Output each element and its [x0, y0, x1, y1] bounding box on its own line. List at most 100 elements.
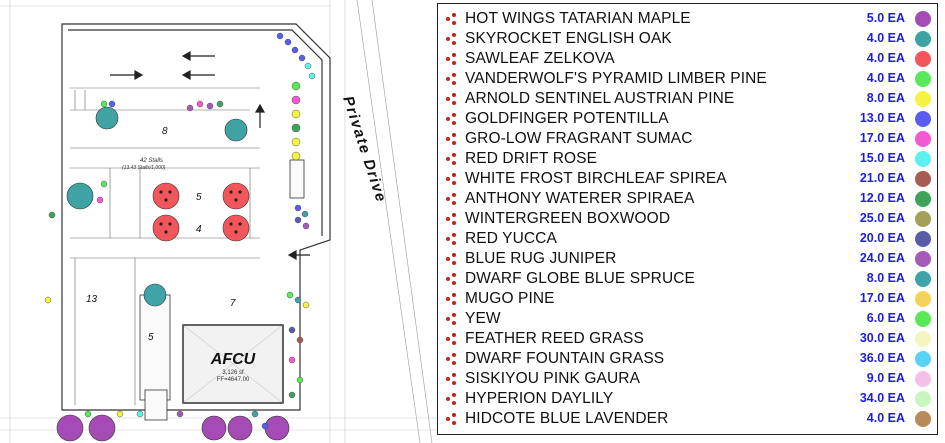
bullet-icon: [446, 391, 462, 407]
bullet-icon: [446, 111, 462, 127]
plant-swatch: [915, 31, 931, 47]
bullet-icon: [446, 71, 462, 87]
tree-symbol: [222, 182, 250, 210]
legend-row: WHITE FROST BIRCHLEAF SPIREA 21.0 EA: [438, 169, 937, 189]
plant-swatch: [915, 411, 931, 427]
plant-name: HOT WINGS TATARIAN MAPLE: [465, 10, 691, 27]
legend-row: FEATHER REED GRASS 30.0 EA: [438, 329, 937, 349]
plant-swatch: [915, 371, 931, 387]
tree-symbol: [143, 283, 167, 307]
plant-quantity: 8.0 EA: [866, 91, 905, 105]
plant-quantity: 20.0 EA: [859, 231, 905, 245]
building-area: 3,126 sf: [222, 370, 244, 376]
plant-quantity: 15.0 EA: [859, 151, 905, 165]
plant-quantity: 36.0 EA: [859, 351, 905, 365]
plant-name: ANTHONY WATERER SPIRAEA: [465, 190, 695, 207]
stalls-ratio: (13.43 Stalls/1,000): [122, 165, 166, 171]
site-plan: AFCU 3,126 sf FF=4647.00 Private Drive 4…: [0, 0, 437, 443]
bullet-icon: [446, 231, 462, 247]
bullet-icon: [446, 251, 462, 267]
legend-row: HOT WINGS TATARIAN MAPLE 5.0 EA: [438, 9, 937, 29]
plant-swatch: [915, 391, 931, 407]
bullet-icon: [446, 311, 462, 327]
plant-name: DWARF FOUNTAIN GRASS: [465, 350, 665, 367]
tree-symbol: [95, 106, 119, 130]
plant-quantity: 17.0 EA: [859, 131, 905, 145]
legend-row: RED DRIFT ROSE 15.0 EA: [438, 149, 937, 169]
plant-quantity: 13.0 EA: [859, 111, 905, 125]
plant-legend: HOT WINGS TATARIAN MAPLE 5.0 EA SKYROCKE…: [437, 3, 938, 435]
legend-row: DWARF GLOBE BLUE SPRUCE 8.0 EA: [438, 269, 937, 289]
plant-name: ARNOLD SENTINEL AUSTRIAN PINE: [465, 90, 735, 107]
plant-quantity: 6.0 EA: [866, 311, 905, 325]
plant-quantity: 4.0 EA: [866, 31, 905, 45]
building-ff: FF=4647.00: [217, 377, 250, 383]
bullet-icon: [446, 371, 462, 387]
legend-row: SAWLEAF ZELKOVA 4.0 EA: [438, 49, 937, 69]
plant-quantity: 34.0 EA: [859, 391, 905, 405]
bullet-icon: [446, 191, 462, 207]
plant-swatch: [915, 11, 931, 27]
lot-number: 5: [148, 332, 154, 343]
plant-quantity: 4.0 EA: [866, 51, 905, 65]
site-boundary: [61, 23, 331, 411]
legend-row: ANTHONY WATERER SPIRAEA 12.0 EA: [438, 189, 937, 209]
legend-row: RED YUCCA 20.0 EA: [438, 229, 937, 249]
legend-row: HYPERION DAYLILY 34.0 EA: [438, 389, 937, 409]
plant-name: GRO-LOW FRAGRANT SUMAC: [465, 130, 693, 147]
plant-quantity: 4.0 EA: [866, 71, 905, 85]
plant-quantity: 25.0 EA: [859, 211, 905, 225]
tree-symbol: [152, 182, 180, 210]
legend-row: WINTERGREEN BOXWOOD 25.0 EA: [438, 209, 937, 229]
plant-quantity: 21.0 EA: [859, 171, 905, 185]
tree-dots: [159, 190, 242, 234]
lot-number: 8: [162, 126, 168, 137]
plant-name: RED YUCCA: [465, 230, 557, 247]
plant-swatch: [915, 111, 931, 127]
legend-row: SISKIYOU PINK GAURA 9.0 EA: [438, 369, 937, 389]
plant-name: MUGO PINE: [465, 290, 555, 307]
plant-name: FEATHER REED GRASS: [465, 330, 644, 347]
plant-name: HIDCOTE BLUE LAVENDER: [465, 410, 669, 427]
legend-row: BLUE RUG JUNIPER 24.0 EA: [438, 249, 937, 269]
bullet-icon: [446, 351, 462, 367]
lot-number: 13: [86, 294, 98, 305]
bullet-icon: [446, 271, 462, 287]
plant-swatch: [915, 211, 931, 227]
tree-symbol: [56, 414, 84, 442]
plant-name: YEW: [465, 310, 501, 327]
plant-quantity: 12.0 EA: [859, 191, 905, 205]
shrubs: [44, 32, 316, 430]
plant-name: SAWLEAF ZELKOVA: [465, 50, 615, 67]
tree-symbol: [66, 182, 94, 210]
drive-arrows: [110, 50, 310, 261]
plant-swatch: [915, 311, 931, 327]
bullet-icon: [446, 11, 462, 27]
plant-name: SISKIYOU PINK GAURA: [465, 370, 641, 387]
plant-name: DWARF GLOBE BLUE SPRUCE: [465, 270, 695, 287]
plant-quantity: 4.0 EA: [866, 411, 905, 425]
bullet-icon: [446, 211, 462, 227]
tree-symbol: [222, 214, 250, 242]
plant-swatch: [915, 231, 931, 247]
plant-name: SKYROCKET ENGLISH OAK: [465, 30, 672, 47]
plant-quantity: 17.0 EA: [859, 291, 905, 305]
legend-row: YEW 6.0 EA: [438, 309, 937, 329]
tree-symbol: [264, 415, 290, 441]
bullet-icon: [446, 331, 462, 347]
plant-swatch: [915, 271, 931, 287]
legend-row: DWARF FOUNTAIN GRASS 36.0 EA: [438, 349, 937, 369]
stalls-label: 42 Stalls: [140, 158, 163, 164]
plant-swatch: [915, 51, 931, 67]
plant-swatch: [915, 291, 931, 307]
plant-swatch: [915, 351, 931, 367]
bullet-icon: [446, 291, 462, 307]
legend-row: MUGO PINE 17.0 EA: [438, 289, 937, 309]
bullet-icon: [446, 151, 462, 167]
plant-swatch: [915, 91, 931, 107]
tree-symbol: [201, 415, 227, 441]
plant-name: WINTERGREEN BOXWOOD: [465, 210, 671, 227]
plant-swatch: [915, 71, 931, 87]
plant-swatch: [915, 131, 931, 147]
legend-row: HIDCOTE BLUE LAVENDER 4.0 EA: [438, 409, 937, 429]
